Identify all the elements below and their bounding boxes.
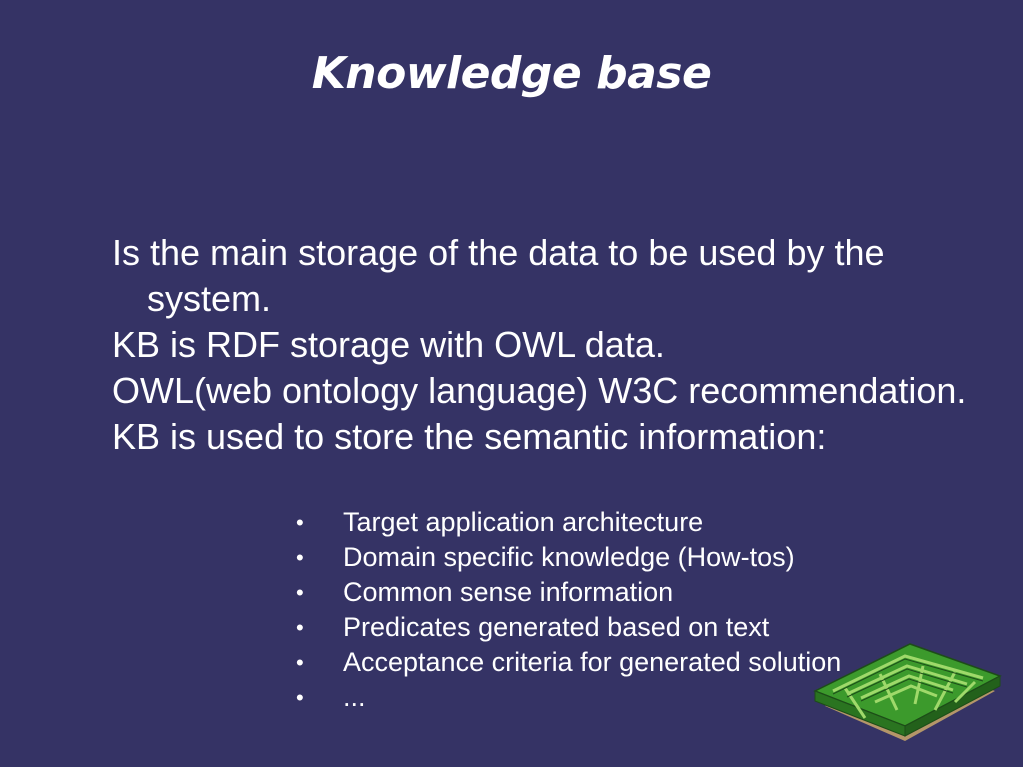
bullet-text: Predicates generated based on text <box>343 612 770 642</box>
paragraph: Is the main storage of the data to be us… <box>112 232 885 319</box>
bullet-text: Domain specific knowledge (How-tos) <box>343 542 795 572</box>
paragraph: KB is RDF storage with OWL data. <box>112 324 665 365</box>
bullet-dot: • <box>296 615 304 640</box>
bullet-item: • Common sense information <box>296 575 996 610</box>
bullet-item: • Domain specific knowledge (How-tos) <box>296 540 996 575</box>
bullet-item: •... <box>296 680 996 715</box>
maze-icon <box>813 643 1002 741</box>
bullet-dot: • <box>296 685 304 710</box>
bullet-dot: • <box>296 650 304 675</box>
paragraph: OWL(web ontology language) W3C recommend… <box>112 370 967 411</box>
bullet-dot: • <box>296 580 304 605</box>
paragraph: KB is used to store the semantic informa… <box>112 416 827 457</box>
bullet-text: Target application architecture <box>343 507 704 537</box>
bullet-text: Acceptance criteria for generated soluti… <box>343 647 842 677</box>
bullet-list: • Target application architecture • Domain… <box>296 505 996 715</box>
bullet-dot: • <box>296 510 304 535</box>
body-text: Is the main storage of the data to be us… <box>112 230 1012 460</box>
bullet-item: • Target application architecture <box>296 505 996 540</box>
bullet-text: Common sense information <box>343 577 674 607</box>
bullet-dot: • <box>296 545 304 570</box>
slide-title: Knowledge base <box>311 48 712 99</box>
bullet-item: • Acceptance criteria for generated solut… <box>296 645 996 680</box>
bullet-text: ... <box>343 682 366 712</box>
bullet-item: • Predicates generated based on text <box>296 610 996 645</box>
